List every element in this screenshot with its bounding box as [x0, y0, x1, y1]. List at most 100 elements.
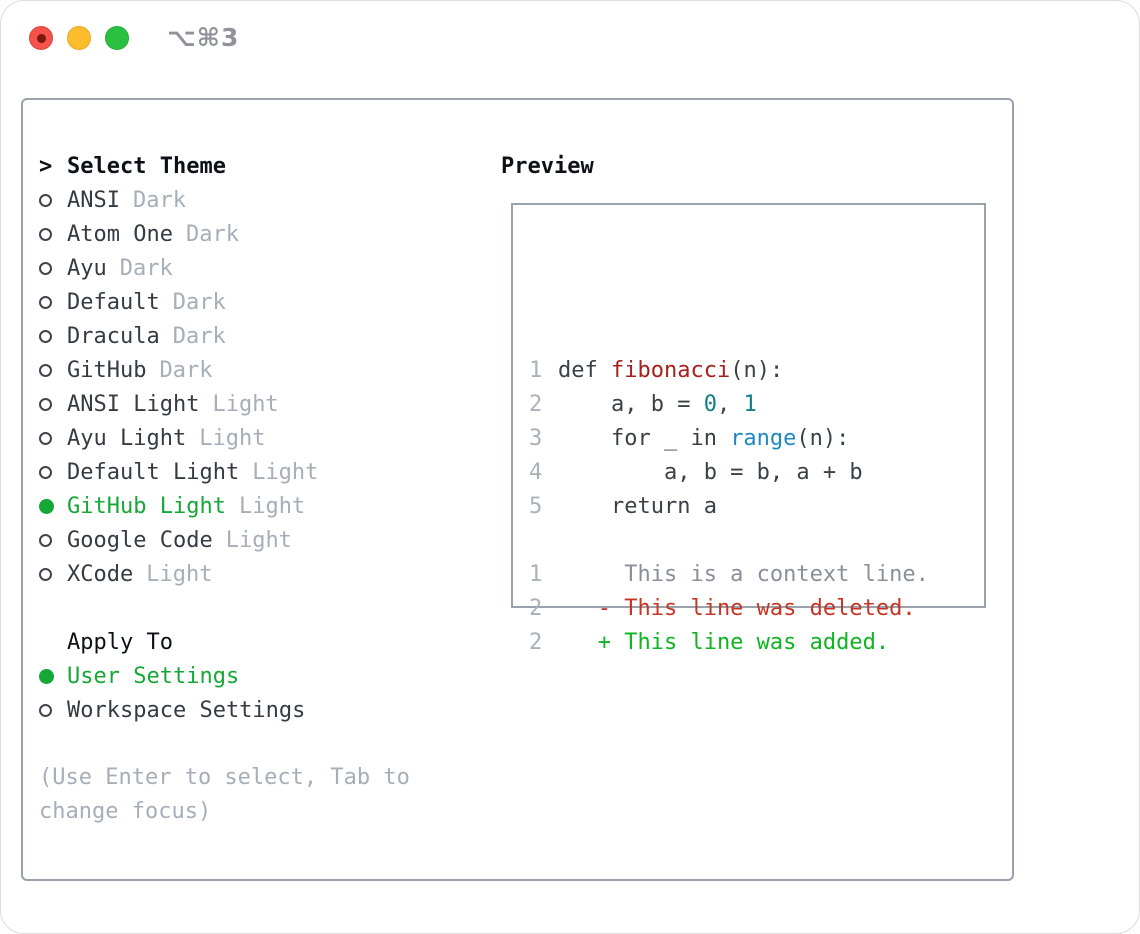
theme-variant-tag: Light [199, 425, 266, 451]
radio-circle [39, 498, 54, 514]
theme-item-label: Default Light [67, 459, 240, 485]
minimize-window-icon[interactable] [67, 26, 91, 50]
apply-to-header: Apply To [39, 625, 305, 659]
theme-item-xcode[interactable]: XCode Light [39, 557, 318, 591]
theme-variant-tag: Light [252, 459, 319, 485]
theme-item-default-light[interactable]: Default Light Light [39, 455, 318, 489]
theme-variant-tag: Dark [159, 357, 213, 383]
code-token-context: This is a context line. [558, 562, 929, 587]
line-number: 2 [529, 630, 543, 655]
radio-circle [39, 193, 52, 207]
code-token-code: a, b = [558, 392, 704, 417]
radio-circle [39, 465, 52, 479]
cursor-arrow-icon: > [39, 153, 53, 179]
apply-to-label: Apply To [67, 629, 173, 655]
radio-unselected-icon [39, 193, 67, 207]
line-number: 1 [529, 562, 543, 587]
theme-item-label: Ayu Light [67, 425, 187, 451]
line-number: 3 [529, 426, 543, 451]
theme-variant-tag: Dark [172, 289, 226, 315]
apply-option-user-settings[interactable]: User Settings [39, 659, 305, 693]
theme-item-label: GitHub Light [67, 493, 226, 519]
code-token-code: , [716, 392, 744, 417]
window-titlebar: ⌥⌘3 [1, 1, 1139, 75]
code-line: 2 a, b = 0, 1 [529, 388, 929, 422]
code-token-num: 0 [703, 392, 717, 417]
code-line: 3 for _ in range(n): [529, 422, 929, 456]
code-line: 2 - This line was deleted. [529, 592, 929, 626]
theme-item-label: Atom One [67, 221, 173, 247]
radio-unselected-icon [39, 567, 67, 581]
radio-circle [39, 397, 52, 411]
theme-variant-tag: Light [212, 391, 279, 417]
theme-variant-tag: Light [225, 527, 292, 553]
theme-variant-tag: Dark [132, 187, 186, 213]
keyboard-shortcut-label: ⌥⌘3 [167, 23, 240, 52]
theme-item-github[interactable]: GitHub Dark [39, 353, 318, 387]
theme-item-ansi[interactable]: ANSI Dark [39, 183, 318, 217]
radio-circle [39, 703, 52, 717]
radio-unselected-icon [39, 261, 67, 275]
keyboard-hint-text: (Use Enter to select, Tab to change focu… [39, 765, 410, 824]
preview-header: Preview [501, 149, 594, 183]
code-line: 1 This is a context line. [529, 558, 929, 592]
radio-circle [39, 227, 52, 241]
radio-unselected-icon [39, 431, 67, 445]
theme-item-ayu-light[interactable]: Ayu Light Light [39, 421, 318, 455]
select-theme-label: Select Theme [67, 153, 226, 179]
radio-circle [39, 533, 52, 547]
radio-unselected-icon [39, 227, 67, 241]
radio-selected-icon [39, 498, 67, 514]
radio-unselected-icon [39, 363, 67, 377]
code-token-num: 1 [743, 392, 757, 417]
radio-circle [39, 363, 52, 377]
apply-option-label: Workspace Settings [67, 697, 306, 723]
theme-variant-tag: Dark [185, 221, 239, 247]
theme-variant-tag: Dark [119, 255, 173, 281]
code-token-func: fibonacci [610, 358, 731, 383]
preview-label: Preview [501, 153, 594, 179]
code-line: 5 return a [529, 490, 929, 524]
theme-item-github-light[interactable]: GitHub Light Light [39, 489, 318, 523]
code-token-code: return a [558, 494, 717, 519]
theme-item-google-code[interactable]: Google Code Light [39, 523, 318, 557]
radio-circle [39, 668, 54, 684]
code-token-builtin: range [730, 426, 797, 451]
theme-item-label: XCode [67, 561, 134, 587]
radio-circle [39, 261, 52, 275]
theme-item-label: ANSI [67, 187, 120, 213]
zoom-window-icon[interactable] [105, 26, 129, 50]
radio-circle [39, 295, 52, 309]
theme-variant-tag: Light [238, 493, 306, 519]
code-token-code: def [558, 358, 611, 383]
radio-unselected-icon [39, 703, 67, 717]
theme-variant-tag: Light [146, 561, 213, 587]
radio-circle [39, 567, 52, 581]
theme-item-label: Google Code [67, 527, 213, 553]
code-token-code: for _ in [558, 426, 731, 451]
theme-item-atom-one[interactable]: Atom One Dark [39, 217, 318, 251]
select-theme-header: > Select Theme [39, 149, 318, 183]
apply-option-workspace-settings[interactable]: Workspace Settings [39, 693, 305, 727]
theme-variant-tag: Dark [172, 323, 226, 349]
line-number: 5 [529, 494, 543, 519]
line-number: 4 [529, 460, 543, 485]
theme-item-label: GitHub [67, 357, 147, 383]
line-number: 2 [529, 596, 543, 621]
code-line [529, 524, 929, 558]
radio-circle [39, 329, 52, 343]
line-number: 1 [529, 358, 543, 383]
close-window-icon[interactable] [29, 26, 53, 50]
radio-unselected-icon [39, 329, 67, 343]
radio-unselected-icon [39, 465, 67, 479]
